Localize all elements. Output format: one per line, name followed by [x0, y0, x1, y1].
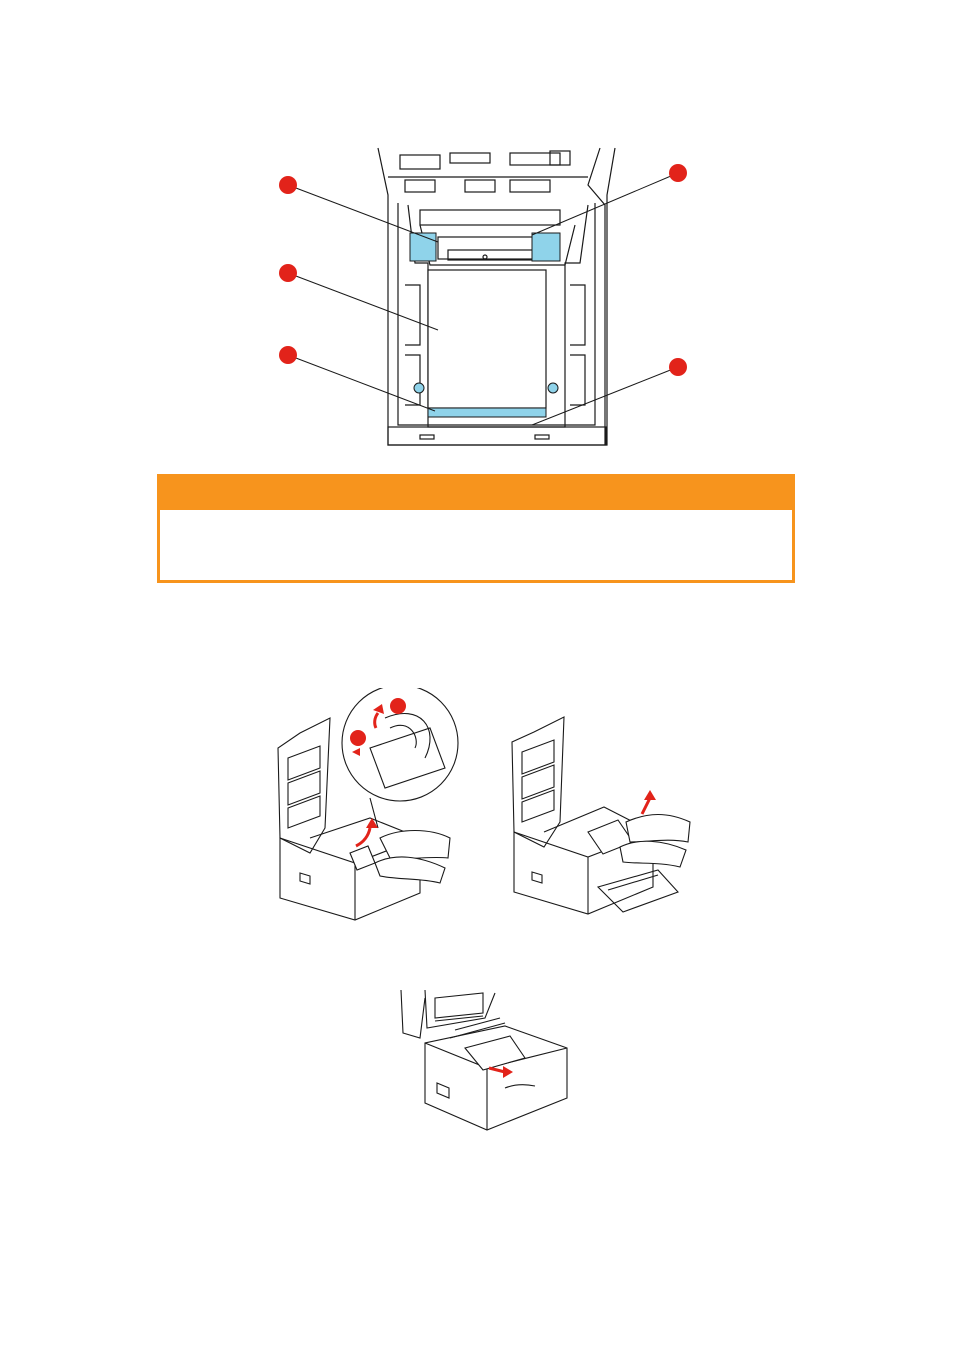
remove-paper-from-fuser-illustration [270, 688, 480, 923]
warning-box [157, 474, 795, 583]
printer-interior-diagram [270, 145, 700, 455]
remove-paper-from-tray-illustration [395, 988, 575, 1133]
warning-header [157, 474, 795, 510]
remove-paper-through-top-illustration [508, 712, 698, 917]
warning-body [160, 510, 792, 574]
